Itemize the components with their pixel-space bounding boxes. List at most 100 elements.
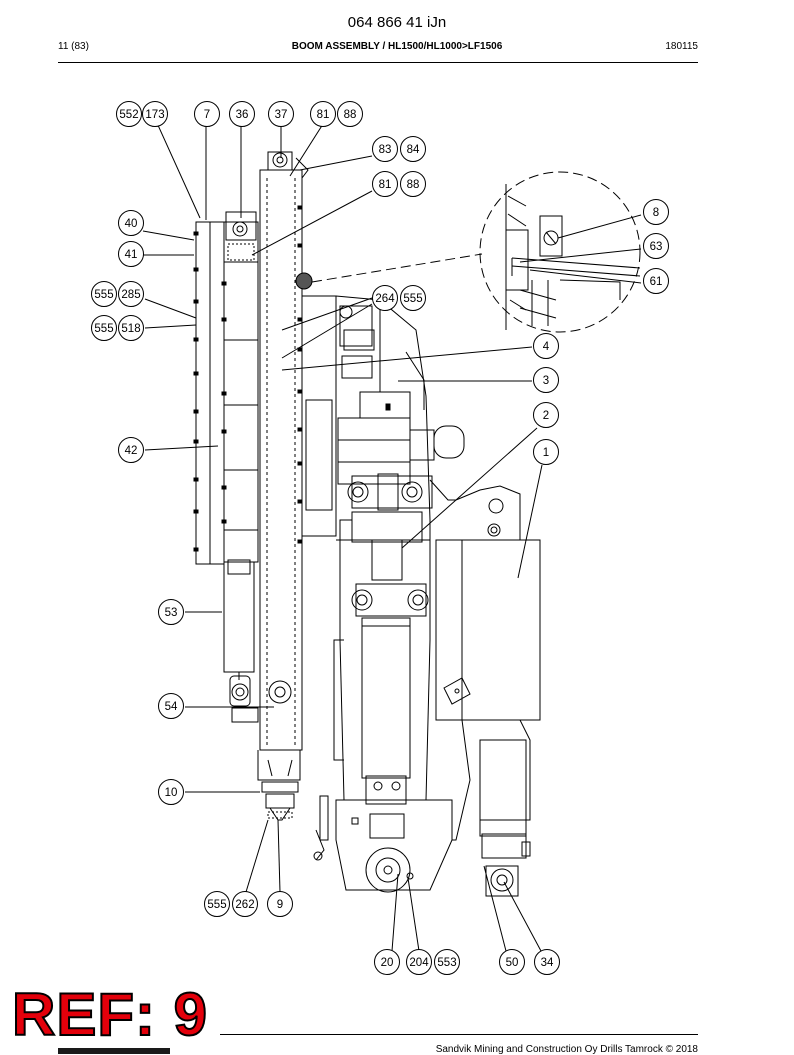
callout-label: 54 (165, 701, 178, 713)
callout-264: 264 (372, 285, 398, 311)
callout-555-a: 555 (91, 281, 117, 307)
callout-label: 553 (437, 957, 456, 969)
callout-84: 84 (400, 136, 426, 162)
callout-7: 7 (194, 101, 220, 127)
callout-10: 10 (158, 779, 184, 805)
callout-bubble (643, 268, 669, 294)
callout-555-d: 555 (204, 891, 230, 917)
callout-label: 42 (125, 445, 138, 457)
callout-bubble (400, 136, 426, 162)
callout-label: 1 (543, 447, 549, 459)
callout-bubble (372, 285, 398, 311)
callout-label: 555 (94, 289, 113, 301)
callout-bubble (372, 171, 398, 197)
ref-stamp: REF: 9 (11, 981, 209, 1048)
callout-3: 3 (533, 367, 559, 393)
callout-bubble (268, 101, 294, 127)
feed-beam (195, 211, 259, 565)
document-number: 064 866 41 iJn (347, 14, 447, 31)
callout-label: 204 (409, 957, 429, 969)
callout-label: 63 (650, 241, 663, 253)
callout-bubble (158, 779, 184, 805)
callout-37: 37 (268, 101, 294, 127)
boom-body (333, 511, 431, 805)
footer-copyright: Sandvik Mining and Construction Oy Drill… (435, 1044, 698, 1055)
callout-bubble (91, 281, 117, 307)
callout-bubble (400, 285, 426, 311)
boom-base (313, 795, 453, 893)
callout-41: 41 (118, 241, 144, 267)
callout-bubble (116, 101, 142, 127)
callout-bubble (533, 333, 559, 359)
callout-88: 88 (400, 171, 426, 197)
callout-label: 555 (207, 899, 226, 911)
callout-81: 81 (372, 171, 398, 197)
callout-label: 262 (235, 899, 254, 911)
callout-label: 173 (145, 109, 164, 121)
callout-34: 34 (534, 949, 560, 975)
callout-bubble (533, 439, 559, 465)
callout-42: 42 (118, 437, 144, 463)
callout-bubble (406, 949, 432, 975)
detail-view (295, 171, 641, 333)
callout-bubble (310, 101, 336, 127)
callout-61: 61 (643, 268, 669, 294)
callout-81-top: 81 (310, 101, 336, 127)
callout-bubble (533, 367, 559, 393)
callout-bubble (374, 949, 400, 975)
callout-label: 9 (277, 899, 283, 911)
callout-bubble (372, 136, 398, 162)
callout-bubble (158, 599, 184, 625)
callout-bubble (91, 315, 117, 341)
leader-lines (142, 122, 642, 952)
callout-label: 61 (650, 276, 663, 288)
callout-label: 40 (125, 218, 138, 230)
callout-bubble (229, 101, 255, 127)
callout-555-c: 555 (400, 285, 426, 311)
callout-label: 50 (506, 957, 519, 969)
boom-tube (257, 151, 309, 821)
rotation-actuator (337, 391, 465, 511)
callout-553: 553 (434, 949, 460, 975)
boom-bolts (297, 205, 303, 544)
callout-label: 81 (379, 179, 392, 191)
callout-bubble (400, 171, 426, 197)
callout-label: 555 (403, 293, 422, 305)
callout-label: 7 (204, 109, 210, 121)
callout-bubble (118, 210, 144, 236)
callout-63: 63 (643, 233, 669, 259)
main-boom-arm (429, 479, 541, 897)
callout-label: 10 (165, 787, 178, 799)
callout-204: 204 (406, 949, 432, 975)
callout-50: 50 (499, 949, 525, 975)
callout-label: 4 (543, 341, 550, 353)
callout-label: 36 (236, 109, 249, 121)
callout-552: 552 (116, 101, 142, 127)
callout-label: 264 (375, 293, 395, 305)
callout-label: 555 (94, 323, 113, 335)
callout-bubble (533, 402, 559, 428)
callout-bubble (118, 437, 144, 463)
callout-label: 518 (121, 323, 140, 335)
callout-label: 88 (344, 109, 357, 121)
callout-555-b: 555 (91, 315, 117, 341)
callout-53: 53 (158, 599, 184, 625)
callout-label: 88 (407, 179, 420, 191)
callout-label: 81 (317, 109, 330, 121)
callout-bubble (118, 241, 144, 267)
callout-label: 8 (653, 207, 659, 219)
callout-label: 20 (381, 957, 394, 969)
page-title: BOOM ASSEMBLY / HL1500/HL1000>LF1506 (291, 41, 503, 52)
callout-88-top: 88 (337, 101, 363, 127)
callout-label: 53 (165, 607, 178, 619)
callout-20: 20 (374, 949, 400, 975)
callout-bubble (434, 949, 460, 975)
callout-bubble (118, 315, 144, 341)
callout-2: 2 (533, 402, 559, 428)
header-rule (58, 62, 698, 63)
callout-label: 552 (119, 109, 138, 121)
callout-bubble (204, 891, 230, 917)
callout-label: 285 (121, 289, 140, 301)
feed-bolts (193, 231, 227, 552)
